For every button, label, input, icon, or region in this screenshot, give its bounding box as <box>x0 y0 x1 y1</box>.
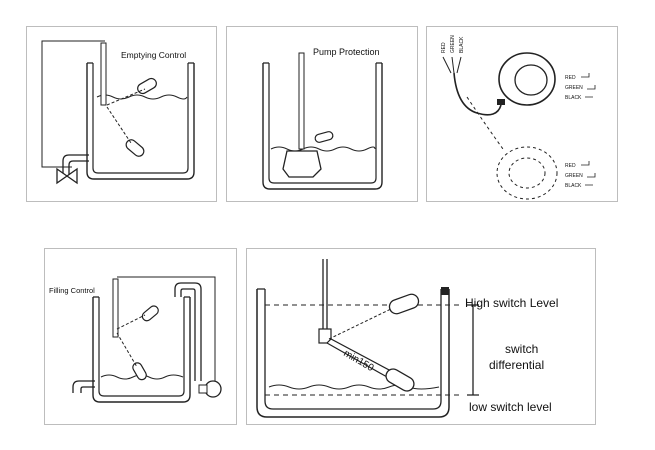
wire-label-red: RED <box>441 42 447 53</box>
cable-weight <box>318 328 332 344</box>
tank-wall <box>86 63 195 180</box>
outlet-pipe <box>62 154 89 177</box>
panel-title: Filling Control <box>49 286 95 295</box>
min-length-label: min150 <box>342 348 376 374</box>
wire-label-black-lower: BLACK <box>565 183 582 189</box>
wire-label-green-lower: GREEN <box>565 173 583 179</box>
panel-switch-level-detail: min150 High switch Level switch differen… <box>246 248 596 425</box>
low-switch-label: low switch level <box>469 400 552 414</box>
tank-wall <box>92 297 191 403</box>
pump-diagram: Pump Protection <box>262 47 383 190</box>
wire-label-red-upper: RED <box>565 75 576 81</box>
pump-pipe <box>298 52 305 150</box>
panel-emptying-control: Emptying Control <box>26 26 217 202</box>
wire-label-black: BLACK <box>459 36 465 53</box>
control-cable <box>117 276 216 381</box>
cable-diagram: RED GREEN BLACK RED GREEN BLACK RED GREE… <box>441 35 596 200</box>
high-switch-label: High switch Level <box>465 296 558 310</box>
wire-label-green: GREEN <box>450 35 456 53</box>
pump-body <box>282 150 322 178</box>
switch-differential-label-2: differential <box>489 358 544 372</box>
float-lower <box>132 362 147 381</box>
valve-icon <box>56 167 78 185</box>
float-upper <box>137 77 157 95</box>
outlet-pipe <box>72 380 95 393</box>
switch-level-diagram: min150 High switch Level switch differen… <box>256 259 558 418</box>
panel-filling-control: Filling Control <box>44 248 237 425</box>
ring-switch-lower <box>496 146 558 200</box>
control-cable <box>41 40 105 168</box>
tank-wall-inner <box>92 63 189 174</box>
tank-wall <box>262 63 383 190</box>
water-surface <box>96 94 188 100</box>
float-lower <box>125 139 145 157</box>
panel-cable-switch: RED GREEN BLACK RED GREEN BLACK RED GREE… <box>426 26 618 202</box>
wire-label-black-upper: BLACK <box>565 95 582 101</box>
tank-wall <box>256 289 450 418</box>
cable <box>453 72 502 116</box>
panel-title: Emptying Control <box>121 50 186 60</box>
wire-label-red-lower: RED <box>565 163 576 169</box>
float-low <box>385 368 415 392</box>
float-upper <box>141 305 159 322</box>
fill-pipe <box>174 282 202 381</box>
filling-diagram: Filling Control <box>49 276 222 403</box>
panel-title: Pump Protection <box>313 47 380 57</box>
float-switch <box>314 131 334 143</box>
panel-pump-protection: Pump Protection <box>226 26 418 202</box>
wire-label-green-upper: GREEN <box>565 85 583 91</box>
water-surface <box>270 146 376 152</box>
float-high <box>388 293 420 315</box>
emptying-diagram: Emptying Control <box>41 40 195 185</box>
switch-differential-label-1: switch <box>505 342 538 356</box>
